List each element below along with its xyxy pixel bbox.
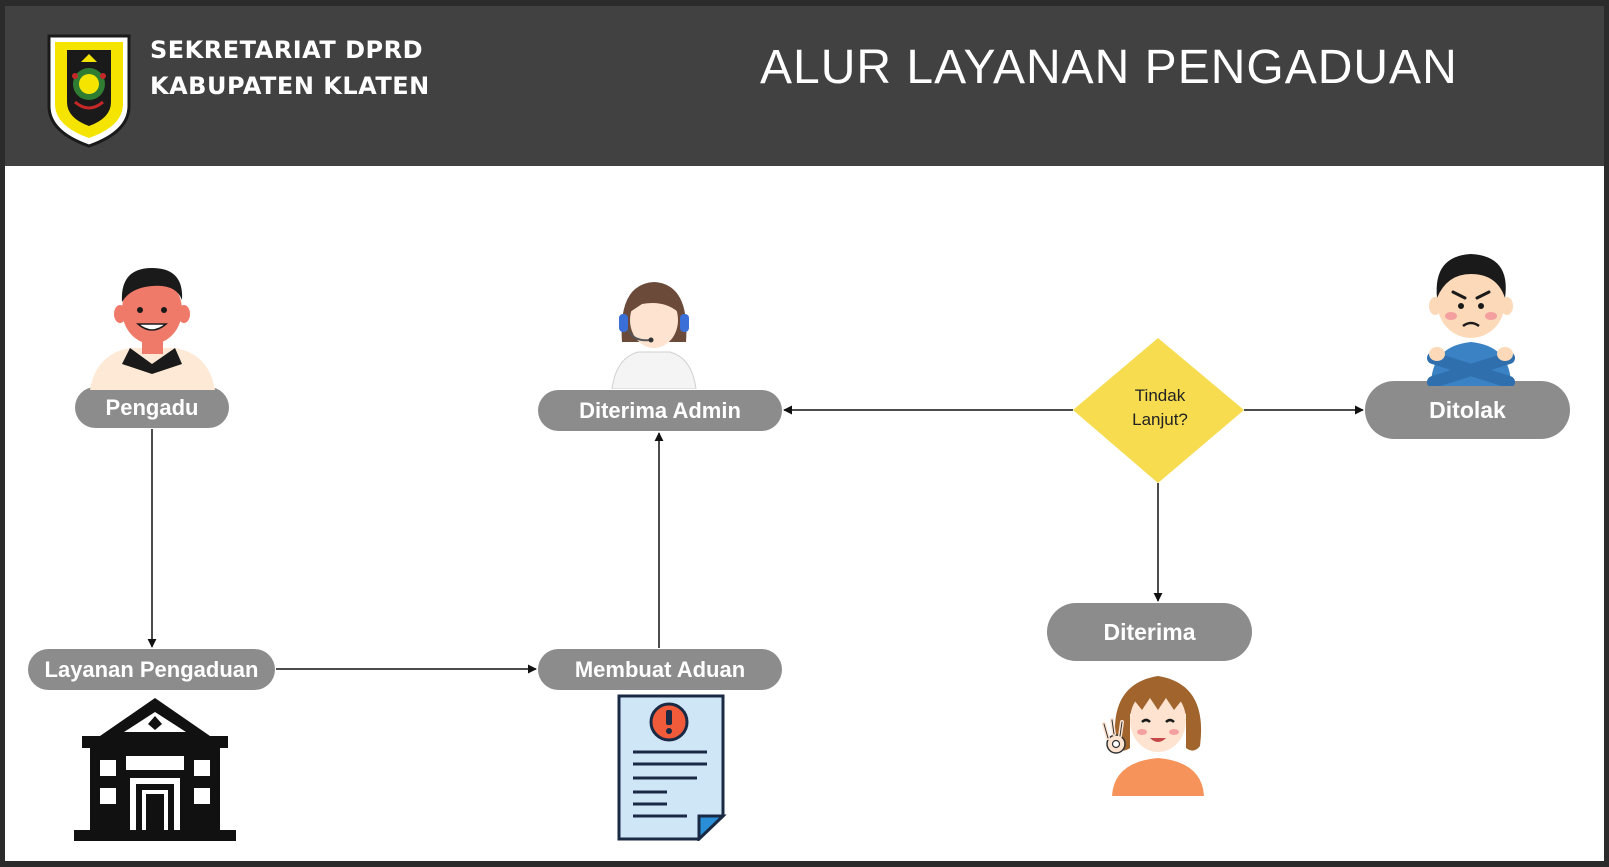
call-center-woman-icon (611, 282, 697, 389)
decision-diamond (1073, 338, 1244, 483)
org-name-line1: SEKRETARIAT DPRD (150, 36, 423, 64)
node-ditolak: Ditolak (1365, 381, 1570, 439)
node-layanan-pengaduan: Layanan Pengaduan (28, 649, 275, 690)
node-pengadu: Pengadu (75, 387, 229, 428)
node-diterima: Diterima (1047, 603, 1252, 661)
org-name-line2: KABUPATEN KLATEN (150, 72, 430, 100)
decision-label: Tindak Lanjut? (1132, 386, 1188, 429)
node-membuat-aduan: Membuat Aduan (538, 649, 782, 690)
flow-connectors (147, 338, 1364, 674)
header-bar: SEKRETARIAT DPRD KABUPATEN KLATEN ALUR L… (5, 6, 1604, 166)
warning-document-icon (617, 694, 727, 841)
government-building-icon (74, 698, 236, 841)
coat-of-arms-logo (47, 34, 131, 148)
man-smiling-icon (90, 268, 215, 390)
ok-gesture-girl-icon (1102, 676, 1204, 796)
angry-boy-crossed-arms-icon (1427, 254, 1515, 386)
node-diterima-admin: Diterima Admin (538, 390, 782, 431)
page-frame: SEKRETARIAT DPRD KABUPATEN KLATEN ALUR L… (5, 6, 1604, 861)
page-title: ALUR LAYANAN PENGADUAN (760, 41, 1458, 94)
